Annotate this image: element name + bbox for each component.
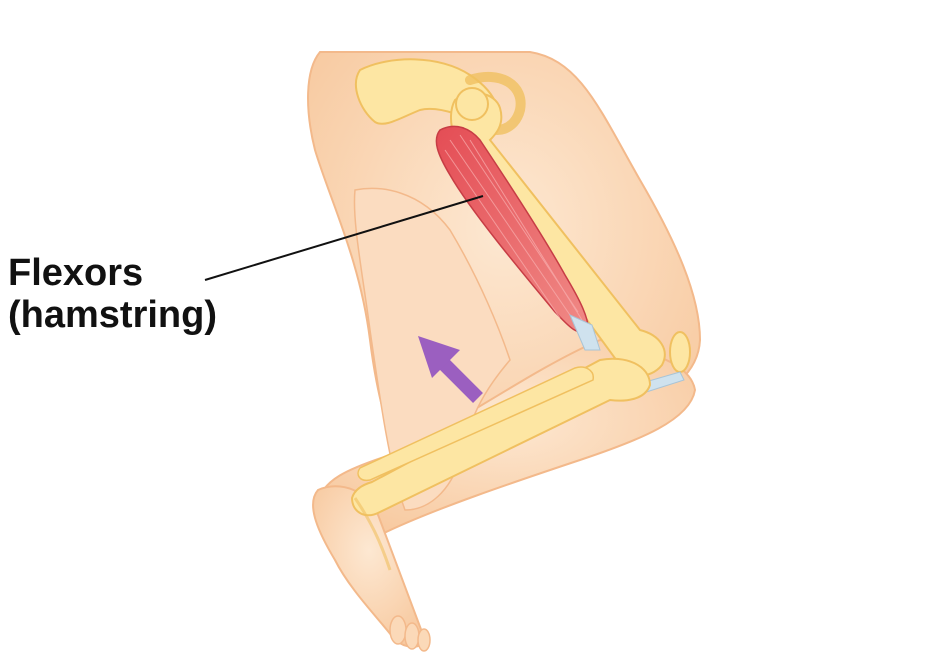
flexors-label: Flexors (hamstring)	[8, 252, 217, 336]
flexors-label-line2: (hamstring)	[8, 294, 217, 336]
flexors-label-line1: Flexors	[8, 252, 217, 294]
femoral-head	[456, 88, 488, 120]
patella-bone	[670, 332, 690, 372]
